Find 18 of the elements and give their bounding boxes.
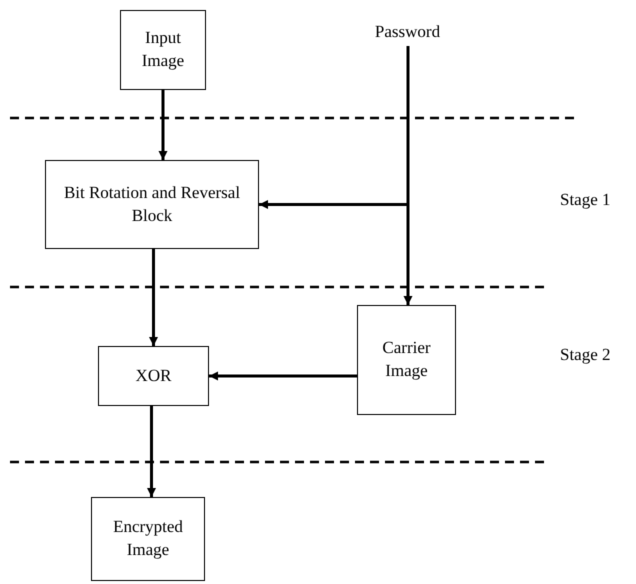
process-box [357, 305, 456, 415]
process-box [91, 497, 205, 581]
arrow [158, 90, 168, 160]
box-text: Encrypted Image [112, 516, 184, 561]
arrow [149, 249, 158, 346]
arrow [404, 46, 412, 305]
box-text: XOR [136, 364, 172, 387]
stage-label: Stage 1 [560, 190, 611, 210]
box-text: Bit Rotation and Reversal Block [62, 182, 242, 226]
box-text: Input Image [140, 27, 186, 72]
arrow [209, 372, 357, 380]
box-text: Carrier Image [381, 337, 432, 382]
process-box [45, 160, 259, 249]
arrow [147, 406, 156, 497]
process-box [120, 10, 206, 90]
input-label: Password [355, 18, 460, 46]
stage-label: Stage 2 [560, 345, 611, 365]
process-box [98, 346, 209, 406]
